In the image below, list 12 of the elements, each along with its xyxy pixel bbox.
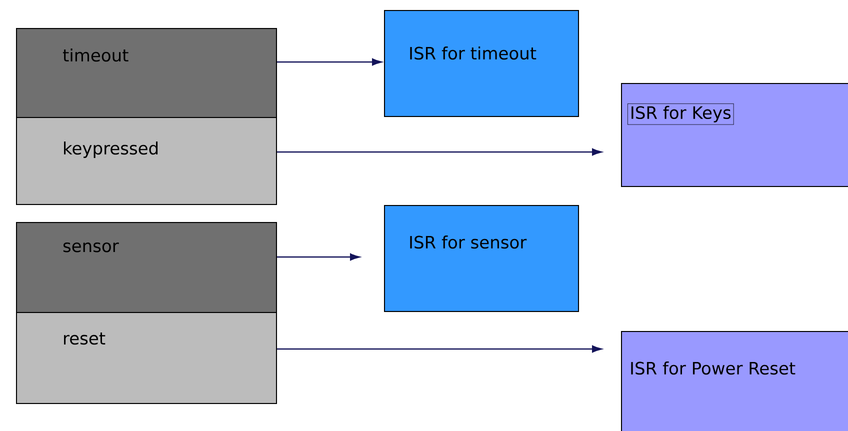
isr-box: ISR for Keys: [621, 83, 848, 187]
isr-box: ISR for timeout: [384, 10, 579, 117]
isr-box: ISR for Power Reset: [621, 331, 848, 431]
arrow: [277, 253, 360, 261]
event-cell: reset: [16, 312, 277, 404]
arrow: [277, 58, 382, 66]
event-cell: timeout: [16, 28, 277, 118]
isr-box: ISR for sensor: [384, 205, 579, 312]
event-cell: sensor: [16, 222, 277, 313]
event-cell: keypressed: [16, 117, 277, 205]
arrow: [277, 345, 602, 353]
arrow: [277, 148, 602, 156]
